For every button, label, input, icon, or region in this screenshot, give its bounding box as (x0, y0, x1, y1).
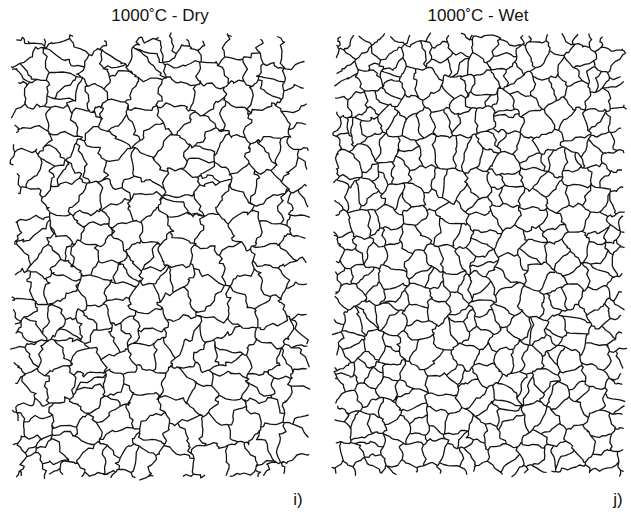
panel-letter: j) (613, 490, 622, 510)
wet-microstructure (332, 33, 627, 477)
grain-boundaries (10, 33, 310, 481)
panel-letter: i) (293, 490, 302, 510)
panel-title: 1000˚C - Dry (111, 6, 208, 26)
dry-microstructure (10, 33, 310, 481)
panel-title: 1000˚C - Wet (428, 6, 529, 26)
grain-boundaries (332, 33, 627, 477)
